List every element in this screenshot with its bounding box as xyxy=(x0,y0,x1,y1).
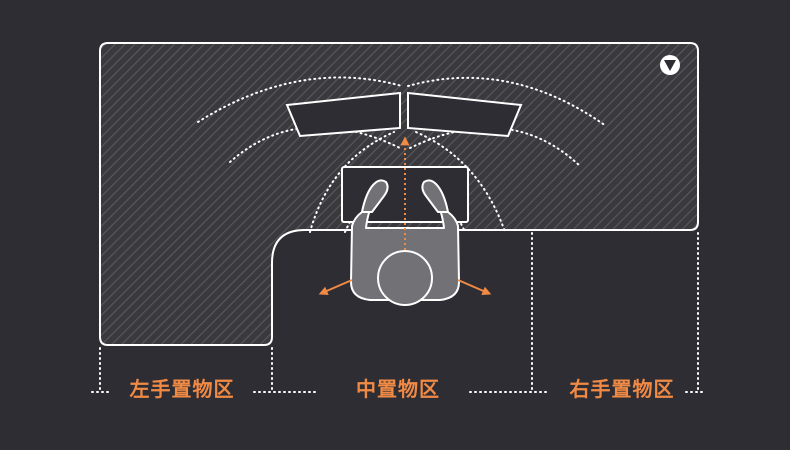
left-monitor xyxy=(285,91,401,138)
person-head xyxy=(377,250,433,306)
right-monitor xyxy=(407,91,523,138)
right-hand xyxy=(421,179,449,213)
right-outer-arc xyxy=(407,76,607,127)
left-zone-label: 左手置物区 xyxy=(129,377,235,401)
left-outer-arc xyxy=(197,76,403,123)
zone-guides xyxy=(91,232,705,393)
left-side-arc xyxy=(309,131,395,233)
right-arrow-icon xyxy=(457,279,492,295)
center-zone-label: 中置物区 xyxy=(356,377,440,401)
right-zone-label: 右手置物区 xyxy=(569,377,675,401)
left-hand xyxy=(361,179,389,213)
reach-arrows xyxy=(318,136,492,295)
left-arrow-icon xyxy=(318,279,353,295)
right-side-arc xyxy=(415,131,506,233)
triangle-down-icon xyxy=(660,55,680,75)
